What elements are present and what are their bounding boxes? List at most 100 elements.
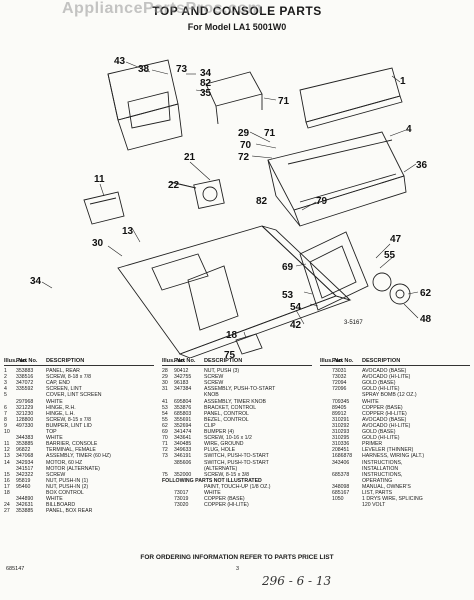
part-description: COPPER (BASE) [362,404,403,411]
part-number: 72094 [332,380,347,387]
table-header: Illus. No. Part No. DESCRIPTION [4,358,154,367]
part-number: 385606 [174,459,192,466]
part-description: GOLD (HI-LITE) [362,435,400,442]
illus-number: 11 [4,441,10,448]
part-description: SCREW, 8-18 x 7/8 [46,374,91,381]
illus-number: 53 [162,404,168,411]
illus-number: 29 [162,374,168,381]
part-number: 95460 [16,483,31,490]
illus-number: 14 [4,459,10,466]
callout-43: 43 [114,56,126,67]
callout-71b: 71 [264,128,276,139]
part-number: 685378 [332,471,350,478]
part-number: 310295 [332,435,350,442]
part-description: COPPER (HI-LITE) [204,502,249,509]
part-description: BUMPER (4) [204,429,234,436]
part-number: 310336 [332,441,350,448]
illus-number: 7 [4,410,7,417]
part-description: HINGE, R.H. [46,404,76,411]
illus-number: 27 [4,508,10,515]
illus-number: 75 [162,471,168,478]
illus-number: 31 [162,386,168,393]
illus-number: 1 [4,368,7,375]
part-description: OPERATING [362,477,393,484]
part-description: LEVELER (THINNER) [362,447,414,454]
callout-55: 55 [384,250,396,261]
illus-number: 41 [162,398,168,405]
callout-54: 54 [290,302,302,313]
part-description: PAINT, TOUCH-UP (1/8 OZ.) [204,483,271,490]
callout-71: 71 [278,96,290,107]
table-row: PAINT, TOUCH-UP (1/8 OZ.) [162,484,312,490]
callout-70: 70 [240,140,252,151]
part-number: 128800 [16,416,34,423]
part-description: BEZEL, CONTROL [204,416,249,423]
part-description: COPPER (HI-LITE) [362,410,407,417]
part-description: AVOCADO (HI-LITE) [362,374,411,381]
part-description: SCREEN, LINT [46,386,82,393]
top-panel-part [117,225,352,358]
part-number: 321230 [16,410,34,417]
table-row: KNOB [162,392,312,398]
part-number: 342934 [16,459,34,466]
part-description: SCREW [46,471,66,478]
illus-number: 15 [4,471,10,478]
part-number: 346191 [174,453,192,460]
illus-number: 16 [4,477,10,484]
header-part: Part No. [332,358,354,364]
illus-number: 30 [162,380,168,387]
part-number: 1686878 [332,453,353,460]
callout-35: 35 [200,88,212,99]
illus-number: 10 [4,429,10,436]
callout-79: 79 [316,196,328,207]
part-number: 338516 [16,374,34,381]
rear-panel-part [299,67,403,129]
part-description: PANEL, REAR [46,368,80,375]
illus-number: 24 [4,502,10,509]
page-number: 3 [236,566,240,572]
part-number: 342322 [16,471,34,478]
callout-1: 1 [400,76,406,87]
part-description: CLIP [204,422,216,429]
part-description: NUT, PUSH-IN (2) [46,483,89,490]
part-number: 208451 [332,447,350,454]
console-part [267,131,407,227]
part-description: COVER, LINT SCREEN [46,392,102,399]
header-desc: DESCRIPTION [362,358,401,364]
not-illustrated-heading: FOLLOWING PARTS NOT ILLUSTRATED [162,477,262,484]
part-description: PRIMER [362,441,383,448]
part-description: BILLBOARD [46,502,76,509]
part-description: WHITE [362,398,379,405]
header-part: Part No. [16,358,38,364]
callout-38: 38 [138,64,150,75]
callout-48: 48 [420,314,432,325]
part-description: BRACKET, CONTROL [204,404,257,411]
part-number: 1050 [332,496,344,503]
part-number: 90412 [174,368,189,375]
part-number: 347072 [16,380,34,387]
part-description: SWITCH, PUSH-TO-START [204,453,269,460]
